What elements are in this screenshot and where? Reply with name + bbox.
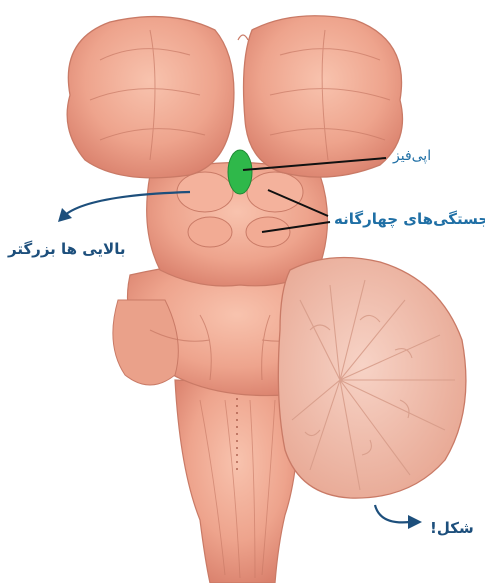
label-form: شکل! [430,519,474,537]
pineal-gland [228,150,252,194]
label-quadrigeminal-bodies: برجستگی‌های چهارگانه [334,210,485,228]
inferior-colliculus-left [188,217,232,247]
label-epiphysis: اپی‌فیز [393,148,431,164]
form-arrow [375,505,410,522]
label-superior-larger: بالایی ها بزرگتر [8,240,126,258]
form-arrow-head-icon [408,515,422,529]
superior-arrow-head-icon [58,208,72,222]
cerebellum-section [278,258,466,499]
